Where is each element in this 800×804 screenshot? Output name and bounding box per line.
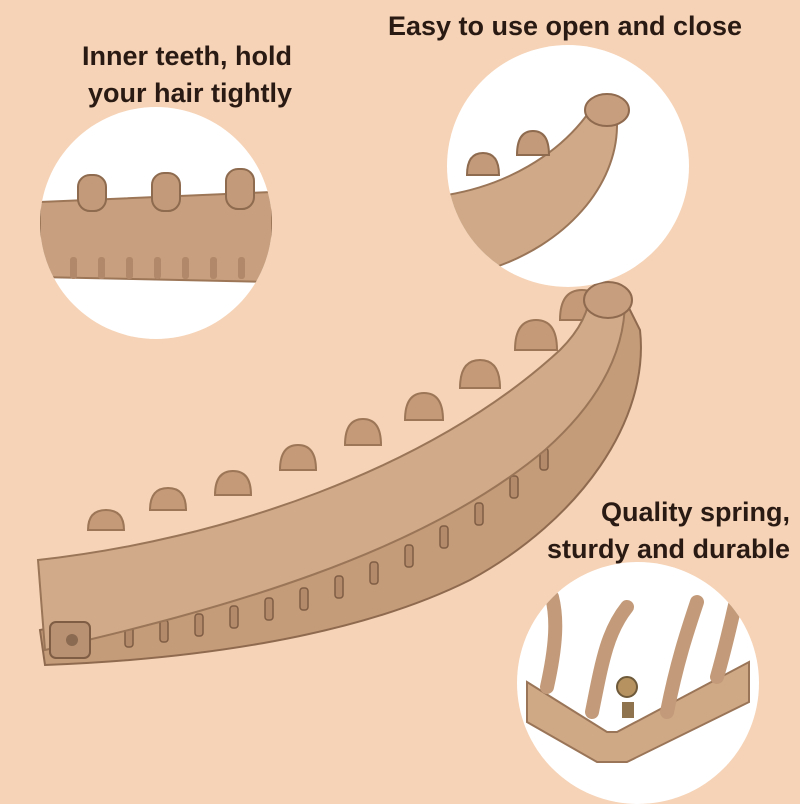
open-close-image [447, 93, 630, 277]
caption-open-close: Easy to use open and close [387, 11, 743, 41]
caption-spring: Quality spring, sturdy and durable [546, 497, 790, 564]
clip-comb-teeth [124, 447, 549, 648]
zoom-spring [517, 562, 759, 804]
caption-inner-teeth: Inner teeth, hold your hair tightly [81, 41, 292, 108]
zoom-open-close [447, 45, 689, 287]
spring-pin-icon [616, 676, 638, 698]
clip-top-knob [583, 281, 633, 319]
spring-image [526, 590, 750, 763]
inner-teeth-image [40, 168, 272, 284]
zoom-inner-teeth [40, 107, 272, 339]
